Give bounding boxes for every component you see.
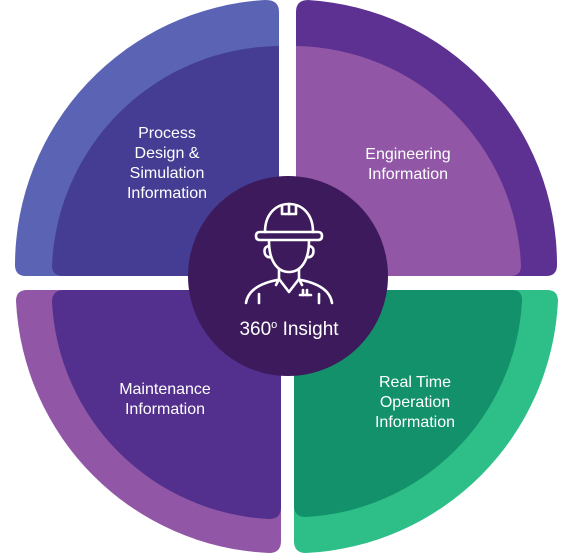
label-line: Information	[124, 401, 206, 418]
label-line: Information	[374, 414, 456, 431]
label-line: Information	[367, 166, 449, 183]
engineering-information-label: Engineering Information	[328, 145, 488, 185]
center-insight-title: 360o Insight	[196, 313, 382, 342]
engineer-hard-hat-icon	[244, 202, 334, 305]
insight-number: 360	[239, 319, 272, 340]
degree-mark: o	[271, 319, 278, 331]
maintenance-information-label: Maintenance Information	[90, 380, 240, 420]
label-line: Simulation	[129, 165, 205, 182]
label-line: Maintenance	[119, 381, 211, 398]
real-time-operation-information-label: Real Time Operation Information	[330, 373, 500, 433]
label-line: Operation	[379, 394, 451, 411]
label-line: Design &	[134, 145, 200, 162]
label-line: Process	[138, 125, 196, 142]
center-circle	[188, 176, 388, 376]
label-line: Real Time	[378, 374, 452, 391]
insight-label: Insight	[282, 319, 339, 340]
label-line: Engineering	[365, 146, 451, 163]
label-line: Information	[126, 185, 208, 202]
process-design-simulation-label: Process Design & Simulation Information	[92, 124, 242, 204]
